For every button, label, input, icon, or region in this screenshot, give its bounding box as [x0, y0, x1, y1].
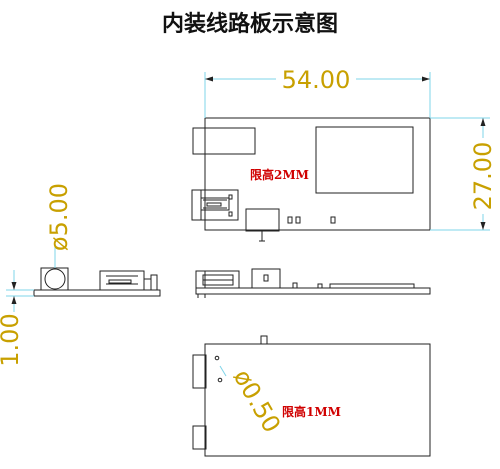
dimension-arrows	[11, 76, 486, 304]
led-2	[295, 216, 301, 224]
pcb-edge-left	[33, 289, 161, 297]
main-chip	[315, 126, 414, 194]
jack-connector	[192, 127, 256, 155]
dim-thickness-1: 1.00	[0, 313, 24, 366]
hole-2	[217, 377, 223, 383]
pcb-outline-top	[204, 117, 431, 231]
side-view-middle	[195, 268, 431, 298]
pcb-outline-bottom	[204, 343, 431, 457]
bottom-view	[192, 335, 431, 457]
dim-hole-0-5: ø0.50	[228, 365, 286, 438]
push-button	[245, 208, 280, 232]
led-3	[330, 216, 336, 224]
led-1	[287, 216, 293, 224]
dim-height-27: 27.00	[469, 142, 497, 211]
dim-width-54: 54.00	[282, 66, 351, 94]
side-view-left	[33, 267, 161, 297]
usb-connector	[191, 189, 239, 221]
note-height-limit-2mm: 限高2MM	[250, 167, 309, 182]
top-view	[191, 117, 431, 242]
usb-side	[99, 270, 145, 291]
pcb-edge-side	[195, 287, 431, 295]
hole-1	[214, 355, 220, 361]
note-height-limit-1mm: 限高1MM	[282, 404, 341, 419]
diagram-title: 内装线路板示意图	[161, 11, 338, 37]
dim-diameter-5: ø5.00	[45, 183, 73, 251]
